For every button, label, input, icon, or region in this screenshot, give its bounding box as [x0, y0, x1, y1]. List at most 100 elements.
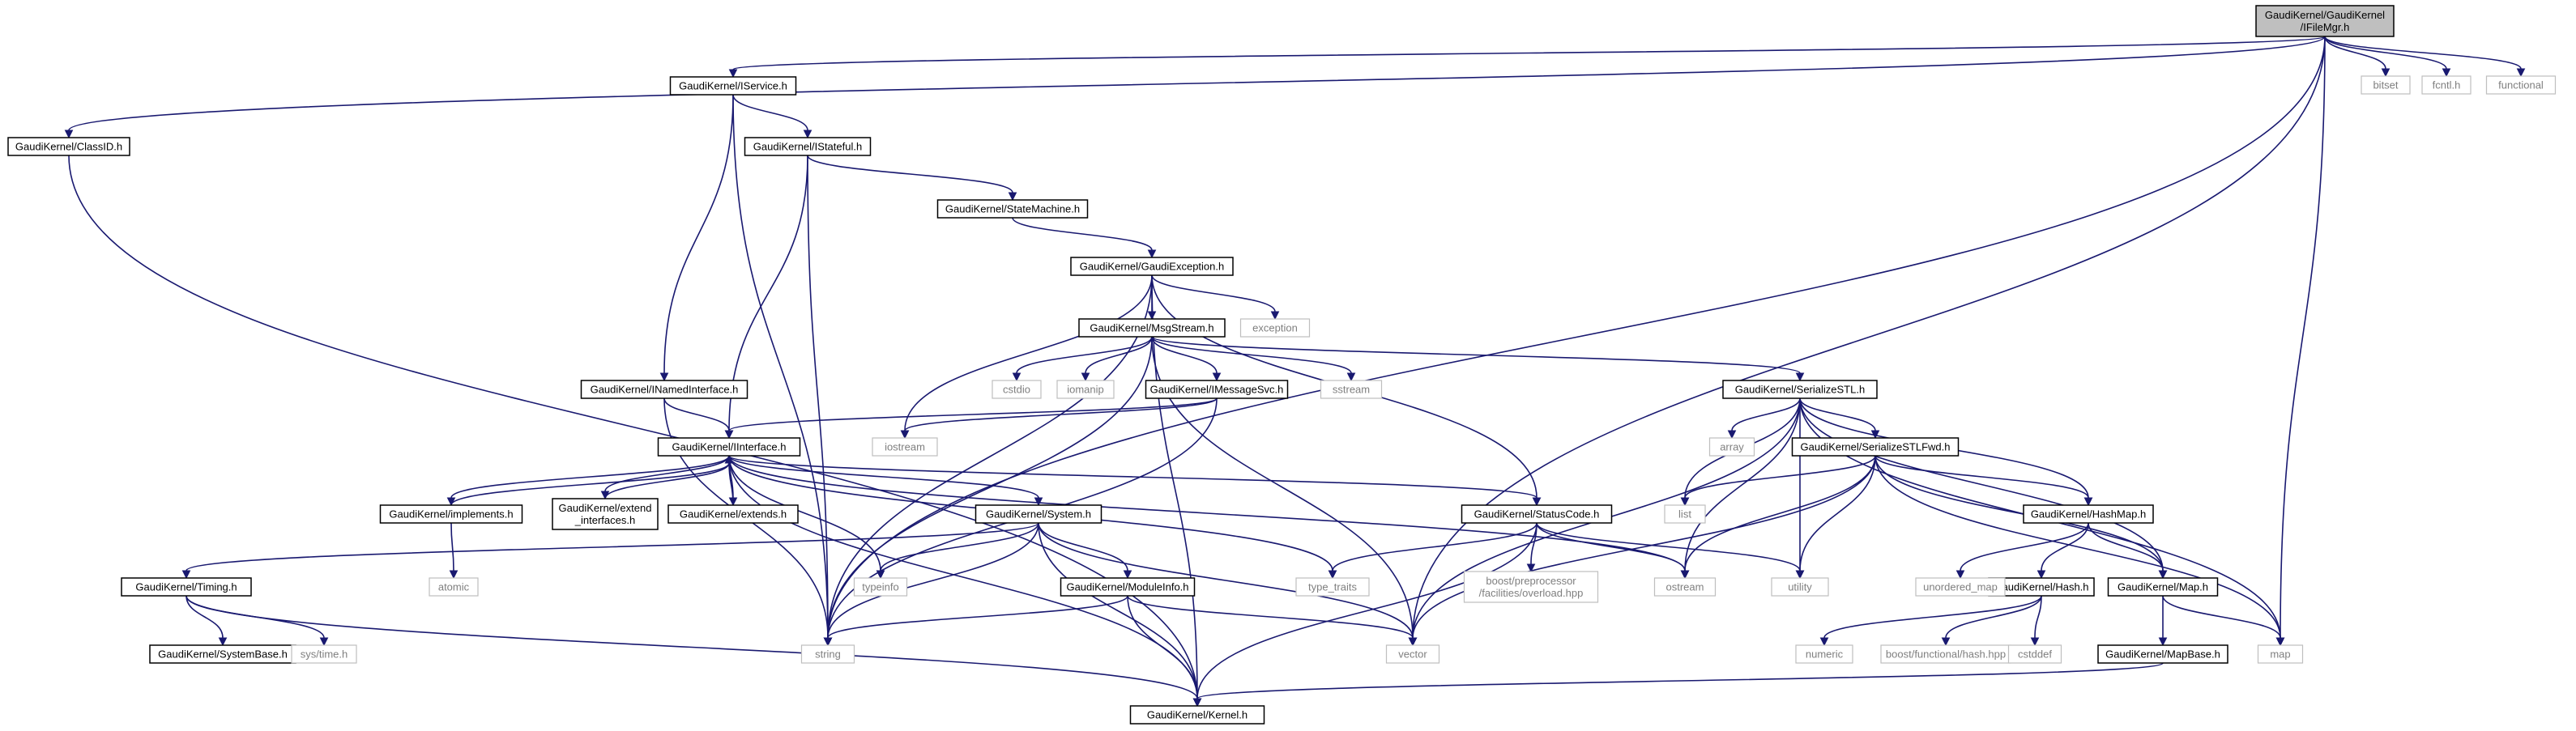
- edge-iinterface-to-system: [728, 455, 1039, 499]
- edge-hashmap-to-hash: [2041, 522, 2089, 572]
- arrowhead-serializestlfwd-to-ostream: [1680, 570, 1690, 580]
- node-iinterface[interactable]: GaudiKernel/IInterface.h: [657, 437, 801, 457]
- node-label-array: array: [1720, 441, 1744, 453]
- node-label-iinterface: GaudiKernel/IInterface.h: [672, 441, 787, 453]
- node-label-map: map: [2270, 648, 2290, 661]
- node-numeric: numeric: [1795, 644, 1853, 664]
- node-label-istateful: GaudiKernel/IStateful.h: [753, 141, 862, 153]
- node-cstddef: cstddef: [2007, 644, 2062, 664]
- node-label-statemachine: GaudiKernel/StateMachine.h: [945, 203, 1080, 215]
- edge-serializestlfwd-to-hashmap: [1874, 455, 2089, 499]
- node-box-iostream: [872, 437, 938, 457]
- edge-gaudiexception-to-iostream: [904, 274, 1153, 431]
- edge-istateful-to-string: [807, 155, 829, 639]
- node-box-boostpp: [1463, 571, 1599, 603]
- edge-serializestlfwd-to-mapdoc: [1874, 455, 2164, 572]
- node-classid[interactable]: GaudiKernel/ClassID.h: [7, 137, 130, 156]
- node-label-numeric: numeric: [1806, 648, 1844, 661]
- node-root[interactable]: GaudiKernel/GaudiKernel/IFileMgr.h: [2255, 5, 2395, 37]
- node-label-system: GaudiKernel/System.h: [986, 508, 1091, 521]
- node-imessagesvc[interactable]: GaudiKernel/IMessageSvc.h: [1145, 380, 1289, 399]
- node-label-moduleinfo: GaudiKernel/ModuleInfo.h: [1066, 581, 1188, 593]
- node-msgstream[interactable]: GaudiKernel/MsgStream.h: [1078, 318, 1226, 338]
- node-gaudiexception[interactable]: GaudiKernel/GaudiException.h: [1070, 257, 1234, 276]
- edge-msgstream-to-string: [827, 336, 1153, 639]
- edge-inamedinterface-to-iinterface: [663, 397, 730, 431]
- edge-imessagesvc-to-iostream: [904, 397, 1218, 431]
- node-serializestlfwd[interactable]: GaudiKernel/SerializeSTLFwd.h: [1791, 437, 1960, 457]
- edge-serializestlfwd-to-ostream: [1684, 455, 1876, 572]
- node-istateful[interactable]: GaudiKernel/IStateful.h: [744, 137, 872, 156]
- node-box-mapbase: [2097, 644, 2228, 664]
- node-statuscode[interactable]: GaudiKernel/StatusCode.h: [1461, 504, 1613, 524]
- edge-moduleinfo-to-string: [827, 595, 1128, 639]
- node-iservice[interactable]: GaudiKernel/IService.h: [669, 76, 797, 96]
- node-hash[interactable]: GaudiKernel/Hash.h: [1988, 577, 2095, 597]
- edge-timing-to-systembase: [186, 595, 224, 639]
- arrowhead-system-to-timing: [181, 570, 191, 580]
- edge-hash-to-boosthash: [1945, 595, 2042, 639]
- arrowhead-serializestlfwd-to-utility: [1795, 570, 1805, 580]
- arrowhead-msgstream-to-iomanip: [1081, 372, 1090, 382]
- node-extends[interactable]: GaudiKernel/extends.h: [667, 504, 799, 524]
- arrowhead-serializestlfwd-to-list: [1680, 497, 1690, 507]
- arrowhead-imessagesvc-to-iinterface: [724, 430, 734, 440]
- arrowhead-hashmap-to-unorderedmap: [1955, 570, 1965, 580]
- node-utility: utility: [1771, 577, 1829, 597]
- node-hashmap[interactable]: GaudiKernel/HashMap.h: [2023, 504, 2154, 524]
- arrowhead-timing-to-systime: [319, 637, 329, 647]
- edge-classid-to-kernel: [68, 155, 1198, 699]
- node-mapbase[interactable]: GaudiKernel/MapBase.h: [2097, 644, 2228, 664]
- node-implements[interactable]: GaudiKernel/implements.h: [379, 504, 523, 524]
- node-label-iservice: GaudiKernel/IService.h: [679, 80, 787, 92]
- edge-hash-to-numeric: [1823, 595, 2042, 639]
- arrowhead-hash-to-boosthash: [1941, 637, 1951, 647]
- arrowhead-moduleinfo-to-string: [823, 637, 833, 647]
- edge-msgstream-to-sstream: [1151, 336, 1352, 374]
- arrowhead-extends-to-iinterface: [724, 454, 734, 464]
- node-label-mapbase: GaudiKernel/MapBase.h: [2105, 648, 2220, 661]
- node-label-root: GaudiKernel/GaudiKernel: [2265, 9, 2385, 21]
- edge-iservice-to-inamedinterface: [663, 94, 734, 374]
- edge-iinterface-to-ostream: [728, 455, 1686, 572]
- arrowhead-root-to-classid: [64, 130, 74, 139]
- node-box-statuscode: [1461, 504, 1613, 524]
- edge-moduleinfo-to-kernel: [1127, 595, 1198, 699]
- node-box-gaudiexception: [1070, 257, 1234, 276]
- node-unorderedmap: unordered_map: [1915, 577, 2006, 597]
- edge-timing-to-systime: [186, 595, 325, 639]
- node-systembase[interactable]: GaudiKernel/SystemBase.h: [149, 644, 296, 664]
- node-statemachine[interactable]: GaudiKernel/StateMachine.h: [936, 199, 1089, 219]
- node-box-functional: [2485, 75, 2557, 95]
- node-string: string: [800, 644, 855, 664]
- edge-root-to-fcntl: [2324, 36, 2447, 70]
- node-mapdoc[interactable]: GaudiKernel/Map.h: [2107, 577, 2219, 597]
- arrowhead-hashmap-to-mapdoc: [2158, 570, 2168, 580]
- arrowhead-iservice-to-inamedinterface: [659, 372, 669, 382]
- edge-root-to-iservice: [732, 36, 2326, 70]
- node-label-atomic: atomic: [438, 581, 470, 593]
- arrowhead-timing-to-systembase: [218, 637, 228, 647]
- node-label-statuscode: GaudiKernel/StatusCode.h: [1474, 508, 1600, 521]
- node-label-unorderedmap: unordered_map: [1923, 581, 1998, 593]
- edge-moduleinfo-to-vector: [1127, 595, 1414, 639]
- node-extendif[interactable]: GaudiKernel/extend_interfaces.h: [552, 498, 659, 530]
- node-label-extendif: GaudiKernel/extend: [559, 502, 652, 514]
- node-box-timing: [121, 577, 252, 597]
- node-map: map: [2257, 644, 2304, 664]
- node-label-gaudiexception: GaudiKernel/GaudiException.h: [1080, 261, 1225, 273]
- node-timing[interactable]: GaudiKernel/Timing.h: [121, 577, 252, 597]
- node-inamedinterface[interactable]: GaudiKernel/INamedInterface.h: [580, 380, 748, 399]
- arrowhead-msgstream-to-sstream: [1346, 372, 1356, 382]
- edge-gaudiexception-to-exception: [1151, 274, 1276, 312]
- edge-istateful-to-statemachine: [807, 155, 1013, 193]
- node-array: array: [1708, 437, 1755, 457]
- arrowhead-hash-to-cstddef: [2030, 637, 2040, 647]
- node-kernel[interactable]: GaudiKernel/Kernel.h: [1129, 705, 1265, 725]
- node-moduleinfo[interactable]: GaudiKernel/ModuleInfo.h: [1060, 577, 1196, 597]
- node-label-inamedinterface: GaudiKernel/INamedInterface.h: [591, 384, 739, 396]
- node-serializestl[interactable]: GaudiKernel/SerializeSTL.h: [1722, 380, 1878, 399]
- node-system[interactable]: GaudiKernel/System.h: [975, 504, 1102, 524]
- arrowhead-istateful-to-statemachine: [1008, 192, 1017, 202]
- arrowhead-iservice-to-istateful: [803, 130, 812, 139]
